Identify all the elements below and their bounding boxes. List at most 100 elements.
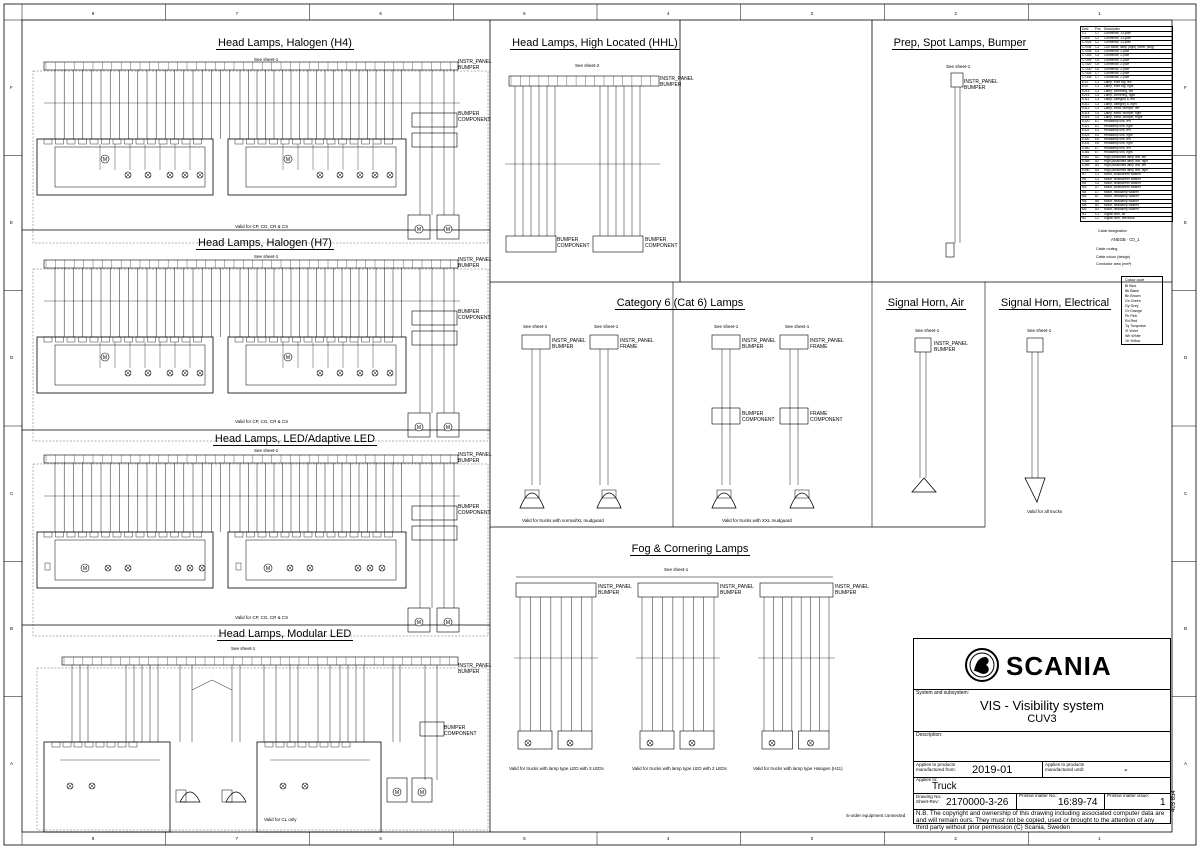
mod-washer-motor-l <box>392 787 402 797</box>
led-pinbox-l <box>181 531 191 538</box>
drawing-divider-2 <box>1104 793 1105 809</box>
border-col-6-top: 6 <box>379 11 382 16</box>
led-pinbox-r <box>384 531 393 538</box>
mod-washer-motor-l-label: M <box>395 790 399 796</box>
component-list-cell: A3 <box>1095 163 1099 168</box>
cat6-d-label-mid-component: COMPONENT <box>810 416 843 423</box>
led-bumper-conn-2 <box>411 525 458 541</box>
border-col-5-top: 5 <box>523 11 526 16</box>
printed-no-label: Printed matter No.: <box>1019 793 1058 798</box>
component-list-cell: E5 <box>1095 137 1099 141</box>
component-list-cell: Connector, 2-pole <box>1104 71 1130 75</box>
fog-g3-label-bumper: BUMPER <box>835 589 857 596</box>
h4-pinbox-r <box>372 138 382 145</box>
led-lamp-right <box>227 531 407 589</box>
hhl-conn-top-bumper: BUMPER <box>660 81 682 88</box>
mod-horn-l <box>179 791 201 803</box>
see-sheet-horn-elec: See sheet-1 <box>1027 328 1052 333</box>
component-list-cell: Lamp, category 6, left <box>1104 97 1135 102</box>
h4-pinbox-l <box>55 138 64 145</box>
valid-fog-1: Valid for trucks with lamp type LED with… <box>509 766 604 771</box>
drawing-divider-1 <box>1016 793 1017 809</box>
h7-dash-frame <box>32 268 489 442</box>
component-list-cell: C6 <box>1095 66 1100 71</box>
component-list-cell: Headlamp unit, right <box>1104 150 1133 155</box>
title-block: SCANIA System and subsystem: VIS - Visib… <box>913 638 1171 831</box>
component-list-cell: C488 <box>1082 35 1090 40</box>
border-row-E-left: E <box>10 220 14 225</box>
fog-g3-rail <box>759 582 834 598</box>
led-pinbox-r <box>349 531 359 538</box>
h7-washer-box-l <box>407 412 431 438</box>
component-list-cell: Motor, windscreen washer <box>1104 172 1142 177</box>
see-sheet-cat6-d: See sheet-1 <box>785 324 810 329</box>
h4-bumper-conn-2 <box>411 132 458 148</box>
h7-pinbox-l <box>170 336 179 343</box>
cat6-b-conn-top <box>589 334 619 350</box>
colour-legend-row: Bk Black <box>1125 289 1139 293</box>
mod-horn-conn-l <box>175 789 187 803</box>
h4-pinbox-l <box>66 138 76 145</box>
component-list-cell: C4 <box>1095 57 1100 62</box>
valid-fog-2: Valid for trucks with lamp type LED with… <box>632 766 727 771</box>
h4-motor-r <box>283 154 293 164</box>
colour-legend-row: Vi Violet <box>1125 329 1139 333</box>
component-list-cell: E323 <box>1082 132 1090 137</box>
h7-lamp-l-0-x2 <box>125 370 131 376</box>
component-list-cell: High-positioned lamp unit, right <box>1104 159 1148 163</box>
s-order-note: S-order equipment connected <box>846 813 906 818</box>
component-list-cell: Connector, 2-pole <box>1104 49 1130 53</box>
colour-legend-row: Gy Grey <box>1125 304 1139 308</box>
horn-air-label-instr_panel: INSTR_PANEL <box>934 341 968 347</box>
component-list-cell: Headlamp unit, left <box>1104 128 1131 133</box>
mod-cross-2 <box>211 679 233 691</box>
see-sheet-fog: See sheet-1 <box>664 567 689 572</box>
component-list-cell: B7 <box>1095 194 1099 199</box>
h4-lamp-l-1-x2 <box>145 172 151 178</box>
cat6-lamp-a <box>519 492 545 509</box>
fog-g1-label-bumper: BUMPER <box>598 589 620 596</box>
border-col-5-bottom: 5 <box>523 836 526 841</box>
led-pinbox-l <box>101 531 110 538</box>
h4-pinbox-r <box>338 138 347 145</box>
border-col-4-top: 4 <box>666 11 670 16</box>
component-list-cell: Headlamp unit, left <box>1104 145 1131 150</box>
h7-lamp-r-4-x2 <box>387 370 393 376</box>
led-led-r-0-x2 <box>287 565 293 571</box>
component-list-cell: Lamp, extra, bumper, left <box>1104 106 1140 111</box>
component-list-cell: E320 <box>1082 119 1090 124</box>
mod-lamp-l-1-x2 <box>89 783 95 789</box>
h4-washer-motor-l-label: M <box>417 227 421 233</box>
component-list-cell: C3 <box>1095 53 1100 58</box>
component-list-cell: C3 <box>1095 88 1100 93</box>
led-led-r-3-x2 <box>367 565 373 571</box>
component-list-cell: E215 <box>1082 88 1090 93</box>
cable-legend-heading: Cable designation <box>1098 229 1127 233</box>
led-rail <box>43 454 459 464</box>
mod-pinbox-r <box>341 741 351 748</box>
component-list-cell: E314 <box>1082 110 1090 115</box>
component-list-cell: E331 <box>1082 141 1090 146</box>
mod-washer-motor-r <box>417 787 427 797</box>
led-pinbox-l <box>43 531 53 538</box>
h7-pinbox-l <box>124 336 133 343</box>
fog-g3-lamp-sym-r-x2 <box>808 740 813 746</box>
border-row-C-right: C <box>1184 490 1188 496</box>
component-list-cell: Connector, 2-pole <box>1104 66 1130 71</box>
cat6-d-label-mid-frame: FRAME <box>810 411 828 417</box>
led-pinbox-r <box>315 531 324 538</box>
